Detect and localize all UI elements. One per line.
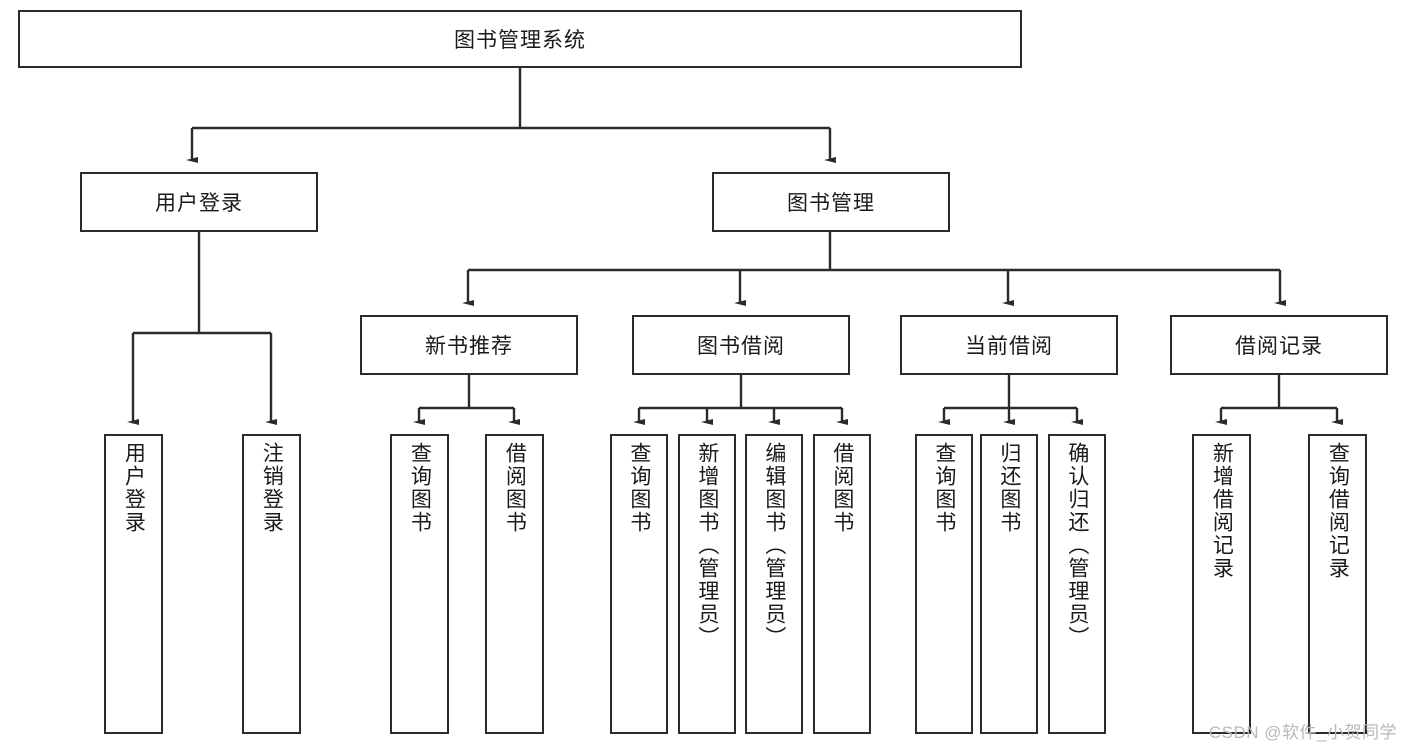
leaf-label: 用户登录 [122,442,146,534]
leaf-add-borrow-record[interactable]: 新增借阅记录 [1192,434,1251,734]
node-book-borrow-label: 图书借阅 [697,335,785,358]
leaf-label: 查询图书 [627,442,651,534]
leaf-confirm-return-admin[interactable]: 确认归还（管理员） [1048,434,1106,734]
node-book-management-label: 图书管理 [787,192,875,215]
node-current-borrow[interactable]: 当前借阅 [900,315,1118,375]
node-borrow-record[interactable]: 借阅记录 [1170,315,1388,375]
leaf-label: 新增借阅记录 [1210,442,1234,580]
node-user-login[interactable]: 用户登录 [80,172,318,232]
node-new-book-recommend-label: 新书推荐 [425,335,513,358]
leaf-label: 借阅图书 [503,442,527,534]
leaf-label: 确认归还（管理员） [1065,442,1089,649]
leaf-label: 归还图书 [997,442,1021,534]
node-book-management[interactable]: 图书管理 [712,172,950,232]
leaf-label: 查询借阅记录 [1326,442,1350,580]
leaf-user-logout[interactable]: 注销登录 [242,434,301,734]
leaf-query-book-new[interactable]: 查询图书 [390,434,449,734]
leaf-edit-book-admin[interactable]: 编辑图书（管理员） [745,434,803,734]
node-current-borrow-label: 当前借阅 [965,335,1053,358]
node-user-login-label: 用户登录 [155,192,243,215]
leaf-return-book[interactable]: 归还图书 [980,434,1038,734]
leaf-add-book-admin[interactable]: 新增图书（管理员） [678,434,736,734]
leaf-borrow-book[interactable]: 借阅图书 [813,434,871,734]
node-borrow-record-label: 借阅记录 [1235,335,1323,358]
leaf-label: 查询图书 [408,442,432,534]
leaf-label: 注销登录 [260,442,284,534]
leaf-query-book-current[interactable]: 查询图书 [915,434,973,734]
leaf-borrow-book-new[interactable]: 借阅图书 [485,434,544,734]
leaf-query-borrow-record[interactable]: 查询借阅记录 [1308,434,1367,734]
node-new-book-recommend[interactable]: 新书推荐 [360,315,578,375]
node-root[interactable]: 图书管理系统 [18,10,1022,68]
node-root-label: 图书管理系统 [454,29,586,52]
watermark: CSDN @软件_小贺同学 [1208,723,1397,742]
node-book-borrow[interactable]: 图书借阅 [632,315,850,375]
leaf-query-book-borrow[interactable]: 查询图书 [610,434,668,734]
leaf-label: 借阅图书 [830,442,854,534]
leaf-label: 查询图书 [932,442,956,534]
leaf-label: 新增图书（管理员） [695,442,719,649]
leaf-label: 编辑图书（管理员） [762,442,786,649]
leaf-user-login[interactable]: 用户登录 [104,434,163,734]
